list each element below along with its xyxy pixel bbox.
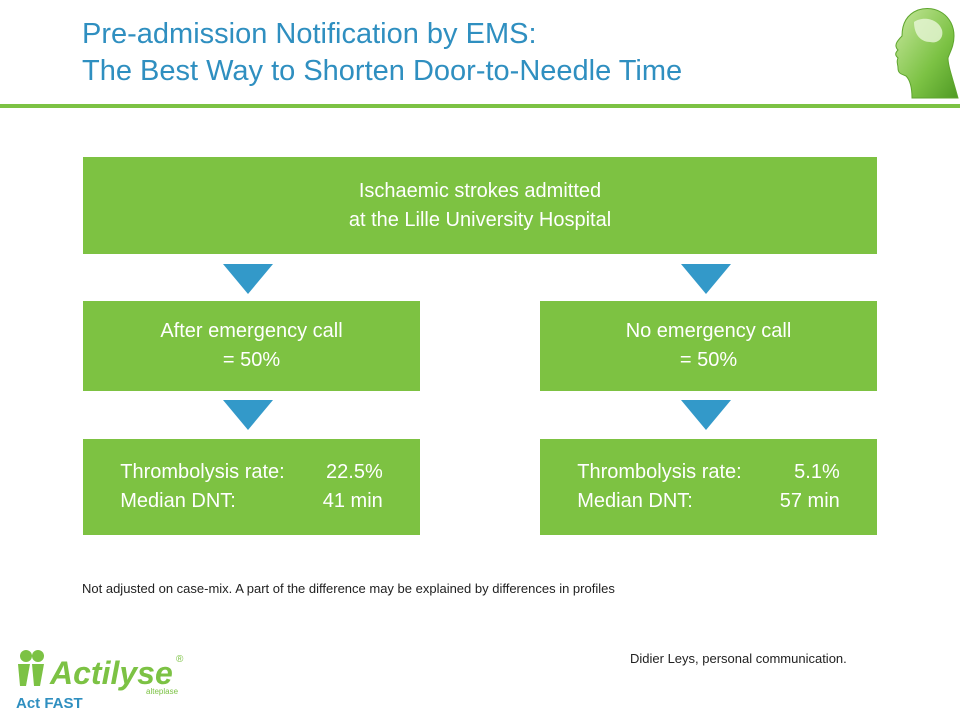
head-profile-icon — [888, 2, 960, 104]
median-dnt-label: Median DNT: — [577, 490, 693, 512]
actilyse-symbol-icon — [18, 650, 44, 686]
thrombolysis-rate-label: Thrombolysis rate: — [577, 461, 742, 483]
median-dnt-label: Median DNT: — [120, 490, 236, 512]
brand-name: Actilyse — [49, 655, 173, 691]
registered-mark: ® — [176, 654, 184, 665]
down-triangle-icon — [681, 400, 731, 430]
reference: Didier Leys, personal communication. — [630, 651, 847, 666]
emergency-call-outcome-box: Thrombolysis rate: 22.5% Median DNT: 41 … — [83, 439, 420, 535]
title-divider — [0, 104, 960, 108]
no-emergency-call-share: = 50% — [679, 349, 738, 371]
thrombolysis-rate-value: 22.5% — [326, 461, 383, 483]
slide-title: Pre-admission Notification by EMS: The B… — [82, 16, 682, 90]
footnote: Not adjusted on case-mix. A part of the … — [82, 581, 615, 596]
down-triangle-icon — [223, 400, 273, 430]
no-emergency-call-box: No emergency call = 50% — [540, 301, 877, 391]
brand-generic: alteplase — [146, 687, 179, 696]
population-line-2: at the Lille University Hospital — [348, 208, 612, 231]
thrombolysis-rate-label: Thrombolysis rate: — [120, 461, 285, 483]
thrombolysis-rate-value: 5.1% — [794, 461, 840, 483]
down-triangle-icon — [681, 264, 731, 294]
population-line-1: Ischaemic strokes admitted — [358, 179, 602, 202]
title-line-1: Pre-admission Notification by EMS: — [82, 18, 537, 50]
population-box: Ischaemic strokes admitted at the Lille … — [83, 157, 877, 254]
emergency-call-stats: Thrombolysis rate: 22.5% Median DNT: 41 … — [120, 458, 383, 516]
title-line-2: The Best Way to Shorten Door-to-Needle T… — [82, 55, 683, 87]
median-dnt-value: 57 min — [779, 490, 840, 512]
emergency-call-box: After emergency call = 50% — [83, 301, 420, 391]
emergency-call-label: After emergency call — [160, 320, 343, 342]
brand-tagline: Act FAST — [16, 695, 83, 712]
down-triangle-icon — [223, 264, 273, 294]
no-emergency-call-label: No emergency call — [625, 320, 792, 342]
no-emergency-call-stats: Thrombolysis rate: 5.1% Median DNT: 57 m… — [577, 458, 840, 516]
actilyse-logo: Actilyse ® alteplase Act FAST — [16, 646, 196, 712]
median-dnt-value: 41 min — [322, 490, 383, 512]
emergency-call-share: = 50% — [222, 349, 281, 371]
no-emergency-call-outcome-box: Thrombolysis rate: 5.1% Median DNT: 57 m… — [540, 439, 877, 535]
